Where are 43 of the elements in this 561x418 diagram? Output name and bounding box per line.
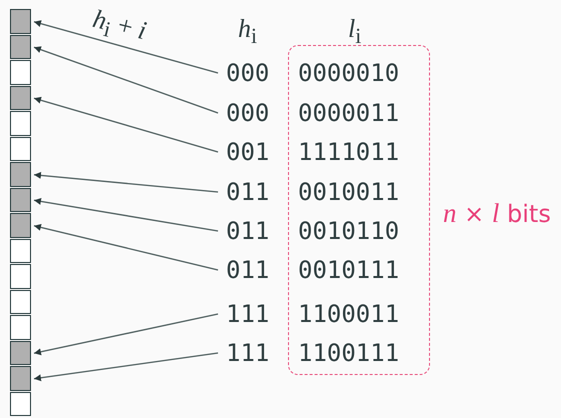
- low-bits: 1100111: [298, 339, 400, 367]
- bit-cell: [10, 60, 31, 84]
- high-bits: 011: [226, 217, 270, 245]
- low-bits: 0010110: [298, 217, 400, 245]
- low-bits: 1100011: [298, 300, 400, 328]
- bit-cell: [10, 111, 31, 136]
- high-bits: 111: [226, 339, 270, 367]
- bit-cell: [10, 392, 31, 416]
- arrow: [34, 172, 218, 193]
- low-bits: 0000011: [298, 99, 400, 127]
- low-bits: 0010011: [298, 178, 400, 206]
- bit-cell: [10, 136, 31, 161]
- arrow: [34, 20, 218, 74]
- high-bits: 000: [226, 99, 270, 127]
- size-note: n × l bits: [443, 198, 551, 229]
- bit-cell: [10, 9, 31, 34]
- bit-cell: [10, 290, 31, 314]
- high-bits: 001: [226, 138, 270, 166]
- bit-cell: [10, 34, 31, 59]
- bit-cell: [10, 162, 31, 186]
- column-heading: h$_{i}$: [238, 14, 258, 50]
- column-heading: l$_{i}$: [348, 14, 362, 50]
- bit-cell: [10, 213, 31, 238]
- bit-cell: [10, 340, 31, 365]
- bit-cell: [10, 188, 31, 212]
- bit-cell: [10, 86, 31, 110]
- high-bits: 000: [226, 59, 270, 87]
- arrow: [34, 313, 218, 356]
- bit-cell: [10, 366, 31, 390]
- low-bits: 1111011: [298, 138, 400, 166]
- bit-cell: [10, 264, 31, 288]
- arrow: [34, 46, 218, 114]
- bit-cell: [10, 315, 31, 340]
- high-bits: 111: [226, 300, 270, 328]
- high-bits: 011: [226, 256, 270, 284]
- arrow: [34, 352, 218, 382]
- arrow: [34, 96, 218, 153]
- high-bits: 011: [226, 178, 270, 206]
- low-bits: 0010111: [298, 256, 400, 284]
- arrow: [34, 198, 218, 232]
- bit-cell: [10, 238, 31, 263]
- arrow: [34, 224, 218, 271]
- low-bits: 0000010: [298, 59, 400, 87]
